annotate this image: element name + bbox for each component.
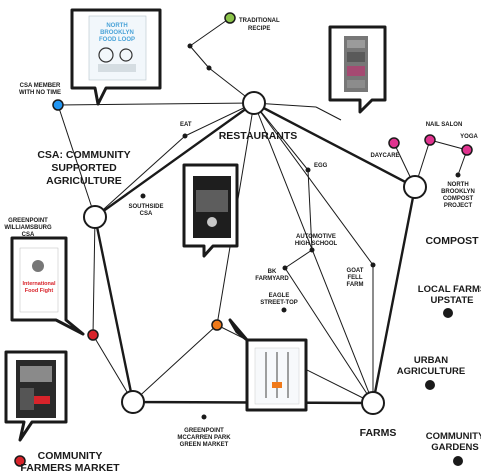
community-gardens-node — [453, 456, 463, 466]
restaurants-hub — [242, 91, 266, 115]
eagle-street-node — [211, 319, 223, 331]
compost-hub — [403, 175, 427, 199]
csa-member-line-2: WITH NO TIME — [19, 90, 61, 96]
local-farms-line-2: UPSTATE — [431, 295, 474, 306]
daycare-label: DAYCARE — [370, 153, 399, 159]
traditional-recipe-line-2: RECIPE — [248, 26, 270, 32]
eat-label: EAT — [180, 122, 192, 128]
compost-label: COMPOST — [425, 235, 479, 247]
southside-csa-line-1: SOUTHSIDE — [128, 204, 163, 210]
mccarren-line-1: GREENPOINT — [184, 428, 224, 434]
mccarren-line-3: GREEN MARKET — [180, 442, 229, 448]
food-loop-bubble: NORTH BROOKLYN FOOD LOOP — [70, 8, 162, 106]
goat-fell-line-2: FELL — [348, 275, 363, 281]
urban-agriculture-line-1: URBAN — [414, 355, 448, 366]
automotive-hs-line-2: HIGH SCHOOL — [295, 241, 338, 247]
daycare-node — [388, 137, 400, 149]
farmers-market-bubble — [4, 350, 68, 442]
center-cover-bubble — [182, 163, 239, 258]
farmers-market-line-2: FARMERS MARKET — [20, 462, 120, 474]
compost-photo-bubble — [328, 25, 387, 114]
csa-member-node — [52, 99, 64, 111]
csa-title-line-3: AGRICULTURE — [46, 175, 122, 187]
nb-compost-line-2: BROOKLYN — [441, 189, 475, 195]
traditional-recipe-line-1: TRADITIONAL — [239, 18, 280, 24]
nb-compost-line-4: PROJECT — [444, 203, 473, 209]
small-nodes — [14, 12, 473, 467]
urban-agriculture-node — [425, 380, 435, 390]
food-fight-line-2: Food Fight — [25, 288, 54, 294]
gw-csa-line-3: CSA — [22, 232, 35, 238]
nail-salon-label: NAIL SALON — [426, 122, 463, 128]
bk-farmyard-line-1: BK — [268, 269, 277, 275]
restaurants-label: RESTAURANTS — [219, 130, 298, 142]
nail-salon-node — [424, 134, 436, 146]
hub-nodes — [83, 91, 427, 415]
yoga-node — [461, 144, 473, 156]
food-loop-cover-line-3: FOOD LOOP — [99, 37, 135, 43]
csa-title-line-2: SUPPORTED — [51, 162, 117, 174]
csa-member-line-1: CSA MEMBER — [20, 83, 61, 89]
nb-compost-line-3: COMPOST — [443, 196, 474, 202]
local-farms-line-1: LOCAL FARMS — [418, 284, 481, 295]
gw-csa-line-1: GREENPOINT — [8, 218, 48, 224]
food-loop-cover-line-2: BROOKLYN — [100, 30, 134, 36]
farmers-market-hub — [121, 390, 145, 414]
goat-fell-line-1: GOAT — [347, 268, 364, 274]
southside-csa-line-2: CSA — [140, 211, 153, 217]
farmers-market-line-1: COMMUNITY — [38, 450, 103, 462]
community-gardens-line-2: GARDENS — [431, 442, 479, 453]
csa-title-line-1: CSA: COMMUNITY — [37, 149, 130, 161]
food-fight-line-1: International — [22, 281, 55, 287]
local-farms-node — [443, 308, 453, 318]
greenpoint-williamsburg-node — [87, 329, 99, 341]
eagle-street-line-2: STREET-TOP — [260, 300, 298, 306]
egg-label: EGG — [314, 163, 328, 169]
farms-photo-bubble — [228, 318, 308, 412]
mccarren-line-2: MCCARREN PARK — [177, 435, 231, 441]
urban-agriculture-line-2: AGRICULTURE — [397, 366, 465, 377]
food-loop-cover-line-1: NORTH — [106, 23, 127, 29]
goat-fell-line-3: FARM — [347, 282, 364, 288]
automotive-hs-line-1: AUTOMOTIVE — [296, 234, 336, 240]
community-gardens-line-1: COMMUNITY — [426, 431, 481, 442]
bk-farmyard-line-2: FARMYARD — [255, 276, 289, 282]
food-fight-bubble: International Food Fight — [10, 236, 85, 336]
farms-hub — [361, 391, 385, 415]
gw-csa-line-2: WILLIAMSBURG — [4, 225, 52, 231]
csa-hub — [83, 205, 107, 229]
yoga-label: YOGA — [460, 134, 478, 140]
traditional-recipe-node — [224, 12, 236, 24]
nb-compost-line-1: NORTH — [447, 182, 468, 188]
eagle-street-line-1: EAGLE — [269, 293, 290, 299]
farms-label: FARMS — [360, 427, 397, 439]
farmers-market-node — [14, 455, 26, 467]
